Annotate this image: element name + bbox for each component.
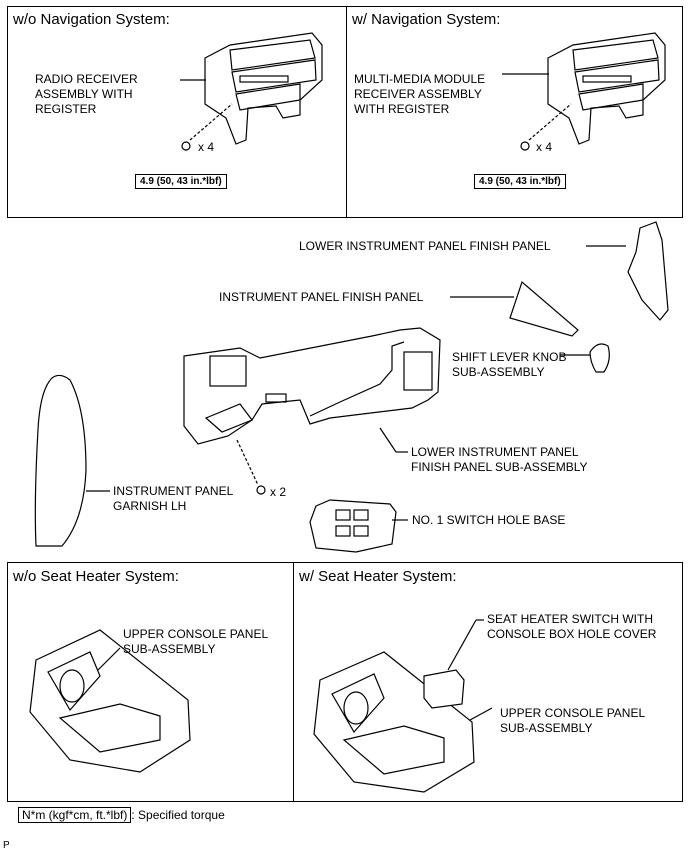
seat-heater-switch-label: SEAT HEATER SWITCH WITH CONSOLE BOX HOLE… — [487, 612, 657, 641]
with-nav-title: w/ Navigation System: — [352, 11, 501, 28]
shift-knob-label: SHIFT LEVER KNOB SUB-ASSEMBLY — [452, 350, 567, 379]
radio-screw-multiplier: x 4 — [198, 140, 215, 154]
panel-screw-multiplier: x 2 — [270, 485, 287, 499]
mm-screw-multiplier: x 4 — [536, 140, 553, 154]
console-without-heater-drawing — [29, 629, 191, 773]
without-heater-title: w/o Seat Heater System: — [13, 568, 179, 585]
corner-mark: P — [3, 840, 10, 851]
mm-receiver-label: MULTI-MEDIA MODULE RECEIVER ASSEMBLY WIT… — [354, 72, 486, 116]
with-heater-title: w/ Seat Heater System: — [299, 568, 457, 585]
torque-legend-text: : Specified torque — [131, 808, 225, 822]
radio-receiver-drawing — [180, 32, 323, 151]
instrument-finish-panel-drawing — [450, 280, 579, 337]
lower-finish-panel-label: LOWER INSTRUMENT PANEL FINISH PANEL — [299, 239, 551, 253]
torque-unit-box: N*m (kgf*cm, ft.*lbf) — [18, 807, 132, 823]
console-with-heater-label: UPPER CONSOLE PANEL SUB-ASSEMBLY — [500, 706, 646, 735]
lower-finish-panel-drawing — [586, 221, 669, 321]
switch-hole-base-drawing — [309, 499, 408, 553]
torque-legend: N*m (kgf*cm, ft.*lbf): Specified torque — [18, 807, 225, 823]
console-without-heater-label: UPPER CONSOLE PANEL SUB-ASSEMBLY — [123, 627, 269, 656]
lower-finish-sub-label: LOWER INSTRUMENT PANEL FINISH PANEL SUB-… — [411, 445, 588, 474]
garnish-lh-drawing — [34, 374, 110, 547]
instrument-finish-panel-label: INSTRUMENT PANEL FINISH PANEL — [219, 290, 424, 304]
garnish-lh-label: INSTRUMENT PANEL GARNISH LH — [113, 484, 234, 513]
switch-hole-base-label: NO. 1 SWITCH HOLE BASE — [412, 513, 566, 527]
lower-finish-sub-drawing — [183, 327, 441, 495]
mm-receiver-drawing — [502, 32, 666, 151]
console-with-heater-drawing — [313, 619, 493, 793]
radio-torque-spec: 4.9 (50, 43 in.*lbf) — [135, 174, 227, 189]
without-nav-title: w/o Navigation System: — [13, 11, 170, 28]
radio-receiver-label: RADIO RECEIVER ASSEMBLY WITH REGISTER — [35, 72, 138, 116]
shift-knob-drawing — [560, 343, 610, 373]
mm-torque-spec: 4.9 (50, 43 in.*lbf) — [474, 174, 566, 189]
